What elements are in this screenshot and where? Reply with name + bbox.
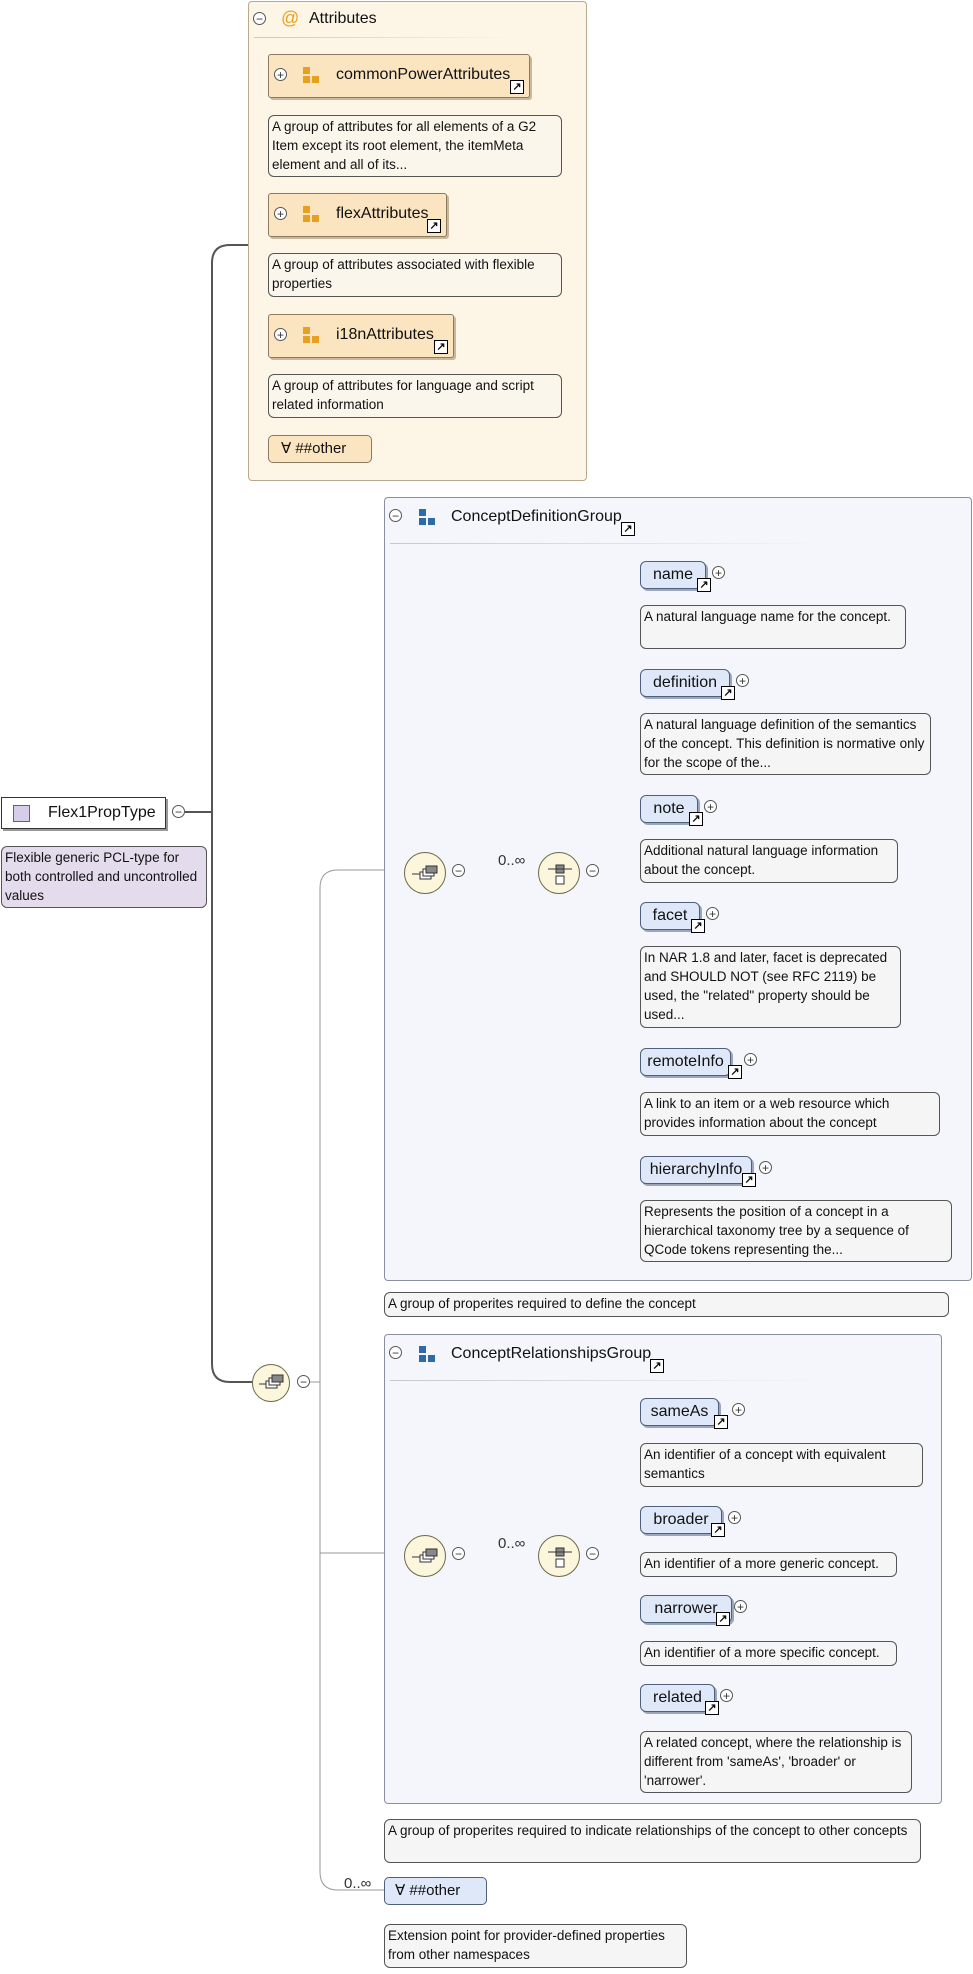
choice-glyph — [412, 865, 438, 880]
element-name[interactable]: name — [640, 561, 706, 589]
choice-compositor-icon[interactable] — [404, 852, 446, 894]
element-facet[interactable]: facet — [640, 902, 700, 930]
root-type-name: Flex1PropType — [48, 804, 156, 821]
cardinality-label: 0..∞ — [498, 1535, 526, 1552]
link-arrow-icon[interactable]: ↗ — [691, 919, 705, 933]
element-hierarchyInfo[interactable]: hierarchyInfo — [640, 1156, 752, 1184]
attribute-group-flexAttributes[interactable]: + flexAttributes ↗ — [268, 193, 447, 237]
link-arrow-icon[interactable]: ↗ — [705, 1701, 719, 1715]
root-collapse-toggle[interactable]: − — [172, 805, 185, 818]
element-expand-toggle[interactable]: + — [704, 800, 717, 813]
group-doc: A group of properites required to indica… — [384, 1819, 921, 1863]
element-expand-toggle[interactable]: + — [736, 674, 749, 687]
element-expand-toggle[interactable]: + — [706, 907, 719, 920]
complex-type-icon — [13, 805, 30, 822]
element-related[interactable]: related — [640, 1684, 715, 1712]
element-doc: An identifier of a more specific concept… — [640, 1641, 897, 1666]
sequence-compositor-icon[interactable] — [252, 1364, 290, 1402]
sequence-glyph — [548, 1547, 572, 1568]
attribute-group-expand-toggle[interactable]: + — [274, 207, 287, 220]
attribute-group-i18nAttributes[interactable]: + i18nAttributes ↗ — [268, 314, 454, 358]
element-expand-toggle[interactable]: + — [759, 1161, 772, 1174]
element-doc: An identifier of a concept with equivale… — [640, 1443, 923, 1487]
choice-compositor-icon[interactable] — [404, 1535, 446, 1577]
link-arrow-icon[interactable]: ↗ — [721, 686, 735, 700]
attribute-group-expand-toggle[interactable]: + — [274, 328, 287, 341]
group-separator — [390, 1380, 820, 1381]
link-arrow-icon[interactable]: ↗ — [427, 219, 441, 233]
sequence-collapse-toggle[interactable]: − — [586, 1547, 599, 1560]
root-type[interactable]: Flex1PropType — [1, 797, 166, 829]
group-separator — [390, 543, 820, 544]
group-title: ConceptRelationshipsGroup — [451, 1345, 652, 1362]
attributes-separator — [254, 37, 514, 38]
element-note[interactable]: note — [640, 795, 698, 823]
element-doc: A natural language definition of the sem… — [640, 713, 931, 775]
link-arrow-icon[interactable]: ↗ — [510, 80, 524, 94]
attribute-group-name: i18nAttributes — [336, 326, 434, 343]
group-doc: A group of properites required to define… — [384, 1292, 949, 1317]
element-doc: A related concept, where the relationshi… — [640, 1731, 912, 1793]
sequence-compositor-icon[interactable] — [538, 852, 580, 894]
group-title: ConceptDefinitionGroup — [451, 508, 622, 525]
element-expand-toggle[interactable]: + — [712, 566, 725, 579]
element-expand-toggle[interactable]: + — [720, 1689, 733, 1702]
element-doc: Represents the position of a concept in … — [640, 1200, 952, 1262]
sequence-compositor-icon[interactable] — [538, 1535, 580, 1577]
link-arrow-icon[interactable]: ↗ — [714, 1415, 728, 1429]
link-arrow-icon[interactable]: ↗ — [650, 1359, 664, 1373]
attribute-group-commonPowerAttributes[interactable]: + commonPowerAttributes ↗ — [268, 54, 530, 98]
element-expand-toggle[interactable]: + — [728, 1511, 741, 1524]
any-element-other[interactable]: ∀ ##other — [384, 1877, 487, 1905]
at-sign-icon: @ — [281, 8, 300, 28]
model-group-icon — [419, 1346, 426, 1353]
link-arrow-icon[interactable]: ↗ — [728, 1065, 742, 1079]
element-doc: An identifier of a more generic concept. — [640, 1552, 897, 1577]
choice-glyph — [412, 1548, 438, 1563]
link-arrow-icon[interactable]: ↗ — [742, 1173, 756, 1187]
attribute-group-doc: A group of attributes for all elements o… — [268, 115, 562, 177]
link-arrow-icon[interactable]: ↗ — [711, 1523, 725, 1537]
element-sameAs[interactable]: sameAs — [640, 1398, 719, 1426]
element-expand-toggle[interactable]: + — [732, 1403, 745, 1416]
element-expand-toggle[interactable]: + — [734, 1600, 747, 1613]
link-arrow-icon[interactable]: ↗ — [621, 522, 635, 536]
model-group-icon — [419, 509, 426, 516]
link-arrow-icon[interactable]: ↗ — [434, 340, 448, 354]
cardinality-label: 0..∞ — [498, 852, 526, 869]
any-element-doc: Extension point for provider-defined pro… — [384, 1924, 687, 1968]
sequence-collapse-toggle[interactable]: − — [297, 1375, 310, 1388]
attribute-group-name: commonPowerAttributes — [336, 66, 511, 83]
sequence-glyph — [259, 1374, 284, 1389]
cardinality-label: 0..∞ — [344, 1875, 372, 1892]
attribute-group-doc: A group of attributes for language and s… — [268, 374, 562, 418]
choice-collapse-toggle[interactable]: − — [452, 1547, 465, 1560]
attribute-group-doc: A group of attributes associated with fl… — [268, 253, 562, 297]
element-definition[interactable]: definition — [640, 669, 730, 697]
link-arrow-icon[interactable]: ↗ — [689, 812, 703, 826]
element-doc: In NAR 1.8 and later, facet is deprecate… — [640, 946, 901, 1028]
sequence-collapse-toggle[interactable]: − — [586, 864, 599, 877]
choice-collapse-toggle[interactable]: − — [452, 864, 465, 877]
link-arrow-icon[interactable]: ↗ — [697, 578, 711, 592]
element-doc: Additional natural language information … — [640, 839, 898, 883]
attributes-collapse-toggle[interactable]: − — [253, 12, 266, 25]
element-doc: A link to an item or a web resource whic… — [640, 1092, 940, 1136]
sequence-glyph — [548, 864, 572, 885]
element-doc: A natural language name for the concept. — [640, 605, 906, 649]
element-broader[interactable]: broader — [640, 1506, 722, 1534]
group-collapse-toggle[interactable]: − — [389, 509, 402, 522]
link-arrow-icon[interactable]: ↗ — [716, 1612, 730, 1626]
group-collapse-toggle[interactable]: − — [389, 1346, 402, 1359]
attribute-group-expand-toggle[interactable]: + — [274, 68, 287, 81]
element-remoteInfo[interactable]: remoteInfo — [640, 1048, 731, 1076]
root-doc: Flexible generic PCL-type for both contr… — [1, 846, 207, 908]
attribute-group-icon — [303, 327, 310, 334]
attribute-group-name: flexAttributes — [336, 205, 429, 222]
attribute-group-icon — [303, 206, 310, 213]
element-expand-toggle[interactable]: + — [744, 1053, 757, 1066]
attribute-group-icon — [303, 67, 310, 74]
attributes-title: Attributes — [309, 10, 377, 27]
any-attribute-other[interactable]: ∀ ##other — [268, 435, 372, 463]
